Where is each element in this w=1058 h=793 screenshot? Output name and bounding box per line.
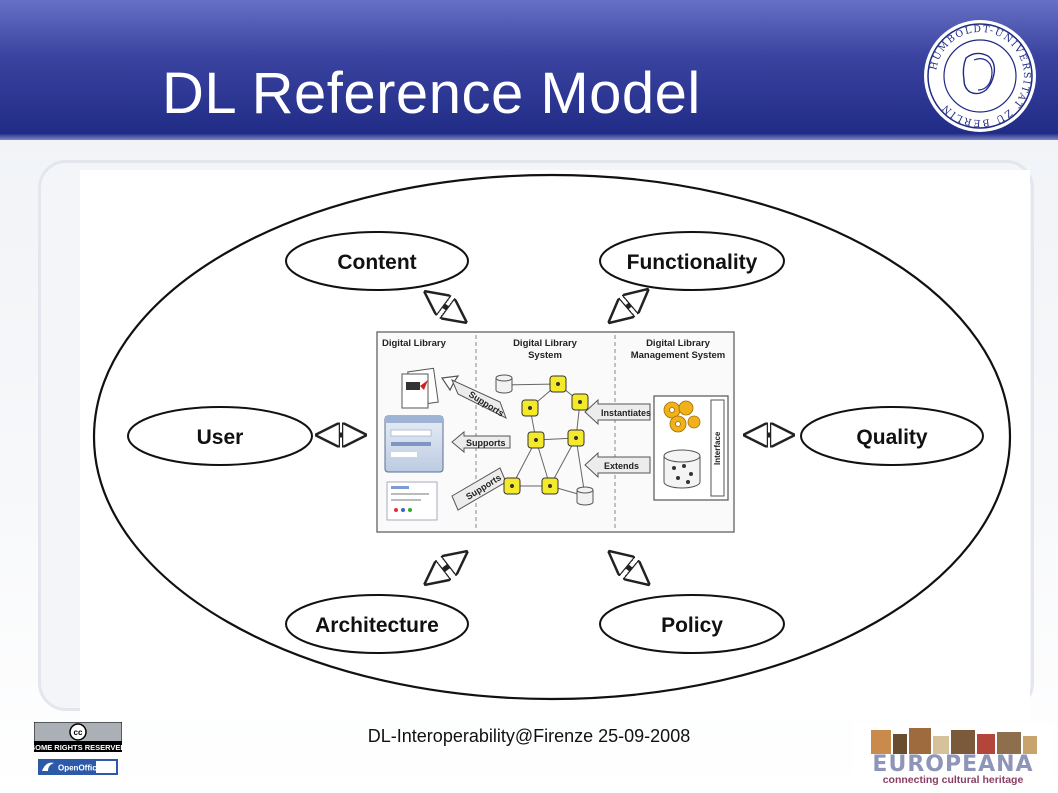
report-page-icon xyxy=(386,481,438,521)
arrow-functionality xyxy=(612,292,645,320)
arrow-content xyxy=(428,294,463,320)
svg-text:Policy: Policy xyxy=(661,614,723,637)
arrow-architecture xyxy=(428,554,464,582)
label-digital-library: Digital Library xyxy=(382,338,447,349)
label-dlms-line2: Management System xyxy=(631,350,726,361)
central-system-box: Digital Library Digital Library System D… xyxy=(376,331,735,533)
svg-text:SOME RIGHTS RESERVED: SOME RIGHTS RESERVED xyxy=(34,743,122,752)
creative-commons-badge: cc SOME RIGHTS RESERVED xyxy=(34,722,122,752)
arrow-policy xyxy=(612,554,646,582)
domain-functionality: Functionality xyxy=(599,231,785,291)
slide-title: DL Reference Model xyxy=(162,61,701,126)
university-seal-logo: HUMBOLDT-UNIVERSITÄT ZU BERLIN xyxy=(924,20,1036,132)
svg-text:Functionality: Functionality xyxy=(627,251,758,274)
svg-text:Instantiates: Instantiates xyxy=(601,408,651,418)
europeana-logo: EUROPEANA connecting cultural heritage xyxy=(853,722,1053,788)
label-dls-line2: System xyxy=(528,350,562,361)
cc-mark: cc xyxy=(74,728,83,737)
svg-text:Content: Content xyxy=(337,251,416,274)
gears-icon xyxy=(663,400,701,433)
extends-arrow: Extends xyxy=(584,451,651,479)
slide-footer: DL-Interoperability@Firenze 25-09-2008 xyxy=(367,726,691,746)
europeana-artwork-strip xyxy=(853,722,1053,788)
svg-text:Supports: Supports xyxy=(466,438,506,448)
node-graph-nodes xyxy=(503,375,589,495)
svg-text:OpenOffice.org: OpenOffice.org xyxy=(58,764,116,773)
openoffice-badge: OpenOffice.org xyxy=(38,759,118,775)
svg-text:Architecture: Architecture xyxy=(315,614,439,637)
instantiates-arrow: Instantiates xyxy=(584,398,651,426)
label-dlms-line1: Digital Library xyxy=(646,338,711,349)
node-graph-node-marks xyxy=(510,382,582,488)
europeana-tagline: connecting cultural heritage xyxy=(882,774,1024,786)
svg-text:User: User xyxy=(197,426,244,449)
web-portal-icon xyxy=(384,415,444,473)
domain-content: Content xyxy=(285,231,469,291)
document-stack-icon xyxy=(401,367,439,409)
supports-arrow-middle: Supports xyxy=(451,430,511,454)
connector-arrows xyxy=(320,292,790,582)
interface-label: Interface xyxy=(713,431,722,465)
slide-header: DL Reference Model HUMBOLDT-UNIVERSITÄT … xyxy=(0,0,1058,140)
label-dls-line1: Digital Library xyxy=(513,338,578,349)
database-icon xyxy=(663,449,701,489)
svg-text:Quality: Quality xyxy=(856,426,928,449)
europeana-wordmark: EUROPEANA xyxy=(872,752,1034,777)
domain-quality: Quality xyxy=(800,406,984,466)
svg-text:Extends: Extends xyxy=(604,461,639,471)
reference-model-diagram: Content Functionality User Quality Archi… xyxy=(80,170,1030,720)
domain-policy: Policy xyxy=(599,594,785,654)
storage-cylinders xyxy=(495,374,594,506)
domain-architecture: Architecture xyxy=(285,594,469,654)
domain-user: User xyxy=(127,406,313,466)
